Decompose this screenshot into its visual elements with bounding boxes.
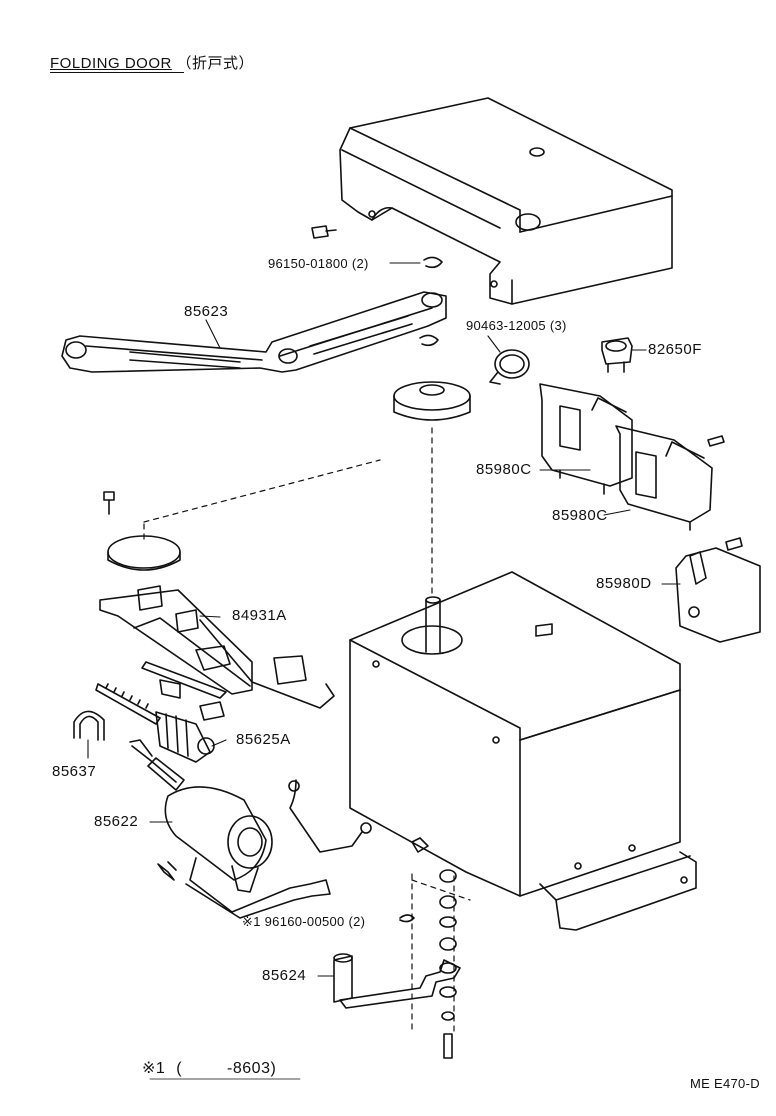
link-arm <box>61 291 447 373</box>
label-84931A: 84931A <box>232 607 287 624</box>
footnote: ※1 ( -8603) <box>142 1058 276 1078</box>
label-85622: 85622 <box>94 813 139 830</box>
diagram-title: FOLDING DOOR （折戸式） <box>50 52 254 73</box>
assembly-guide-lines <box>143 427 471 1033</box>
label-85980C-upper: 85980C <box>476 461 532 478</box>
label-85624: 85624 <box>262 967 307 984</box>
footnote-mark: ※1 <box>142 1060 166 1077</box>
screw-and-clip <box>311 225 443 347</box>
title-underline <box>50 72 184 73</box>
top-cover <box>339 97 673 305</box>
label-85637: 85637 <box>52 763 97 780</box>
motor <box>129 739 372 919</box>
label-90463-12005: 90463-12005 (3) <box>466 318 567 333</box>
footnote-open: ( <box>176 1060 183 1077</box>
relay-box-upper <box>539 383 633 495</box>
rubber-cap <box>393 381 471 421</box>
label-85980C-lower: 85980C <box>552 507 608 524</box>
label-96150-01800: 96150-01800 (2) <box>268 256 369 271</box>
output-shaft <box>333 837 461 1059</box>
leader-lines <box>87 262 681 977</box>
label-82650F: 82650F <box>648 341 702 358</box>
label-85980D: 85980D <box>596 575 652 592</box>
title-jp: （折戸式） <box>176 55 255 72</box>
relay-box-lower <box>615 425 713 531</box>
label-85625A: 85625A <box>236 731 291 748</box>
rack-gear <box>95 679 225 763</box>
footnote-range: -8603) <box>227 1060 277 1077</box>
title-text: FOLDING DOOR <box>50 55 172 72</box>
drawing-code: ME E470-D <box>690 1076 760 1091</box>
grommet <box>601 337 633 373</box>
small-screws <box>103 435 743 881</box>
u-clip <box>73 710 105 741</box>
hose-clamp <box>489 349 530 385</box>
relay-box-side <box>675 547 761 643</box>
limit-switch-assembly <box>99 535 335 709</box>
motor-housing <box>349 571 697 931</box>
label-85623: 85623 <box>184 303 229 320</box>
label-96160-00500: ※1 96160-00500 (2) <box>242 914 366 929</box>
